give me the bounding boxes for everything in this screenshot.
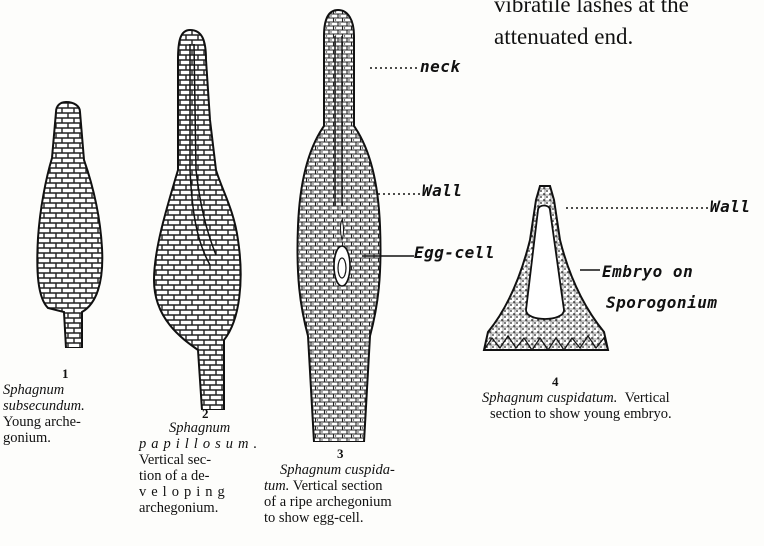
figure-2-text-line-4: archegonium. — [139, 500, 249, 516]
body-text-line-1: vibratile lashes at the — [494, 0, 764, 20]
figure-4-label-sporogonium: Sporogonium — [606, 293, 717, 312]
figure-1-caption: Sphagnum subsecundum. Young arche- goniu… — [3, 382, 103, 446]
figure-2-text-line-2: tion of a de- — [139, 468, 249, 484]
body-text-line-2: attenuated end. — [494, 22, 764, 52]
figure-2-text-line-1: Vertical sec- — [139, 452, 249, 468]
figure-3-label-neck: neck — [420, 57, 461, 76]
figure-3-species-line-2: tum. — [264, 478, 289, 494]
figure-2-species-line-2: papillosum. — [139, 436, 262, 452]
figure-3-label-egg-cell: Egg-cell — [414, 243, 495, 262]
figure-3-text-line-2: of a ripe archegonium — [264, 494, 424, 510]
figure-2-caption: Sphagnum papillosum. Vertical sec- tion … — [139, 420, 249, 516]
figure-3-label-wall: Wall — [422, 181, 463, 200]
figure-4-caption: Sphagnum cuspidatum. Vertical section to… — [482, 390, 764, 422]
figure-1-drawing — [26, 98, 112, 348]
figure-3-leader-lines — [340, 60, 470, 270]
figure-3-species-line-1: Sphagnum cuspida- — [280, 462, 395, 478]
figure-1-text-line-1: Young arche- — [3, 414, 103, 430]
figure-3-text-line-3: to show egg-cell. — [264, 510, 424, 526]
figure-3-caption: Sphagnum cuspida- tum. Vertical section … — [264, 462, 424, 526]
figure-3-number: 3 — [337, 446, 344, 462]
figure-2-species-line-1: Sphagnum — [169, 420, 230, 436]
figure-1-species-line-1: Sphagnum — [3, 382, 64, 398]
figure-1-number: 1 — [62, 366, 69, 382]
figure-2-text-line-3: veloping — [139, 484, 249, 500]
figure-4-label-wall: Wall — [710, 197, 751, 216]
figure-4-label-embryo: Embryo on — [602, 262, 693, 281]
figure-1-species-line-2: subsecundum. — [3, 398, 85, 414]
figure-4-species-line-1: Sphagnum cuspidatum. — [482, 390, 617, 406]
figure-4-text-line-2: section to show young embryo. — [482, 406, 764, 422]
figure-1-text-line-2: gonium. — [3, 430, 103, 446]
figure-3-text-line-1: Vertical section — [293, 478, 383, 494]
figure-4-number: 4 — [552, 374, 559, 390]
figure-2-drawing — [144, 20, 254, 410]
figure-4-text-line-1: Vertical — [625, 390, 670, 406]
